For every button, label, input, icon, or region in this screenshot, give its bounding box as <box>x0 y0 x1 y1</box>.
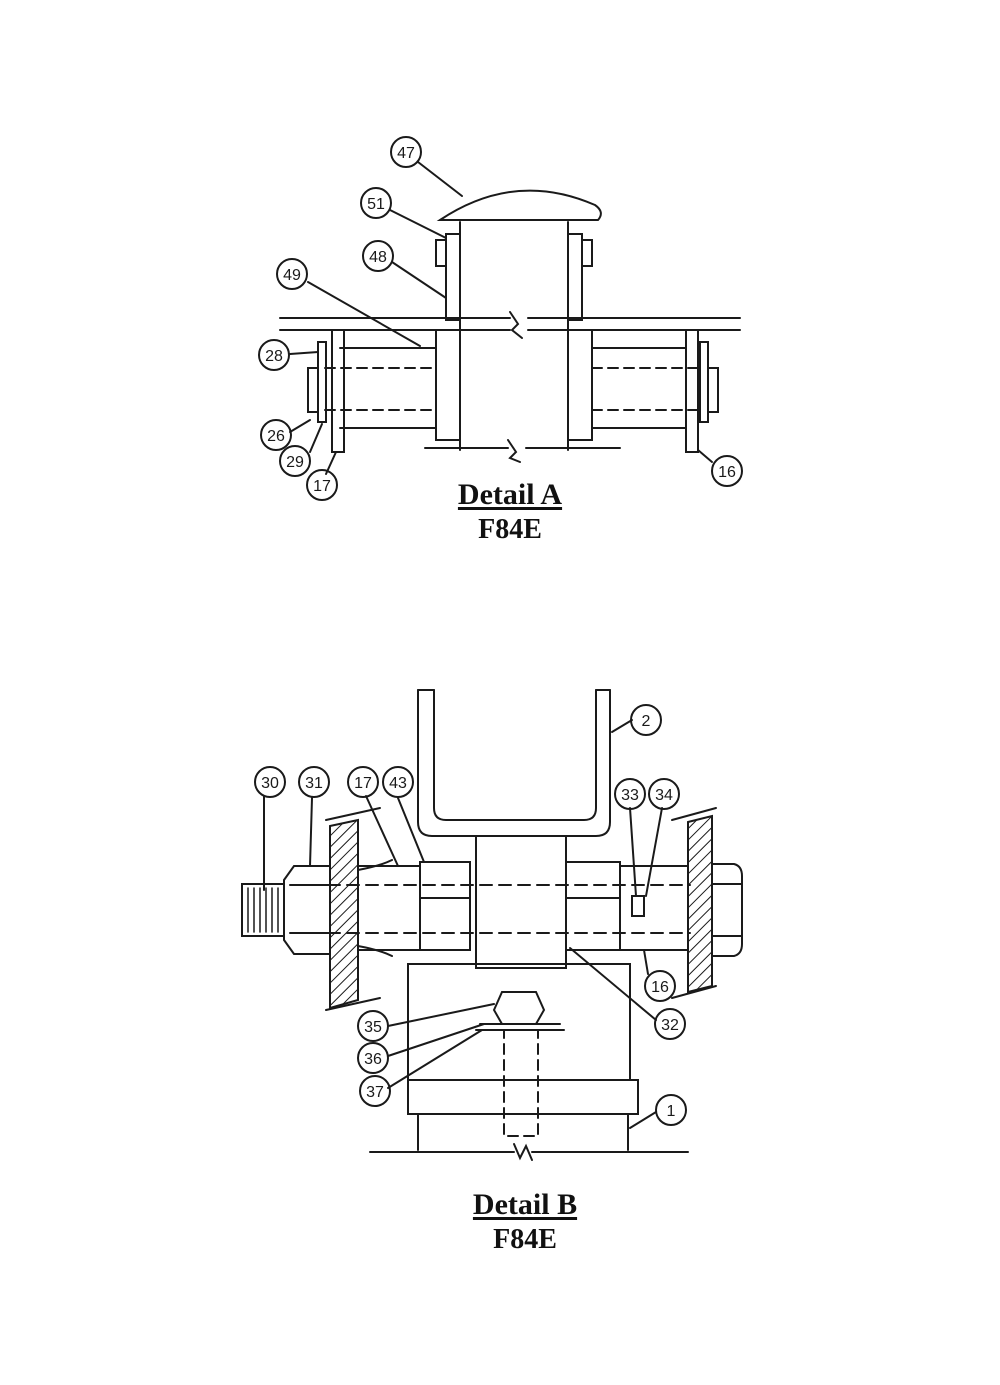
callout-37: 37 <box>359 1075 391 1107</box>
svg-text:31: 31 <box>305 775 323 792</box>
svg-text:36: 36 <box>364 1051 382 1068</box>
svg-text:43: 43 <box>389 775 407 792</box>
svg-text:28: 28 <box>265 348 283 365</box>
svg-text:29: 29 <box>286 454 304 471</box>
detail-b-caption: Detail B F84E <box>425 1188 625 1256</box>
detail-b-title: Detail B <box>472 1188 578 1221</box>
cap-shape <box>436 189 602 221</box>
callout-17: 17 <box>347 766 379 798</box>
svg-text:34: 34 <box>655 787 673 804</box>
callout-33: 33 <box>614 778 646 810</box>
detail-a-code: F84E <box>478 514 542 545</box>
callout-32: 32 <box>654 1008 686 1040</box>
callout-1: 1 <box>655 1094 687 1126</box>
detail-b-code: F84E <box>493 1224 557 1255</box>
svg-text:32: 32 <box>661 1017 679 1034</box>
callout-36: 36 <box>357 1042 389 1074</box>
svg-text:2: 2 <box>642 713 651 730</box>
detail-a-callouts: 47 51 48 49 28 26 29 17 <box>258 136 743 501</box>
callout-47: 47 <box>390 136 422 168</box>
callout-16: 16 <box>711 455 743 487</box>
callout-34: 34 <box>648 778 680 810</box>
callout-35: 35 <box>357 1010 389 1042</box>
callout-43: 43 <box>382 766 414 798</box>
callout-17: 17 <box>306 469 338 501</box>
detail-b-drawing <box>241 689 743 1161</box>
callout-51: 51 <box>360 187 392 219</box>
callout-2: 2 <box>630 704 662 736</box>
svg-text:48: 48 <box>369 249 387 266</box>
svg-text:16: 16 <box>718 464 736 481</box>
svg-text:47: 47 <box>397 145 415 162</box>
callout-48: 48 <box>362 240 394 272</box>
svg-text:35: 35 <box>364 1019 382 1036</box>
detail-a-drawing <box>279 161 741 475</box>
callout-26: 26 <box>260 419 292 451</box>
svg-text:37: 37 <box>366 1084 384 1101</box>
callout-30: 30 <box>254 766 286 798</box>
svg-text:26: 26 <box>267 428 285 445</box>
callout-16: 16 <box>644 970 676 1002</box>
callout-49: 49 <box>276 258 308 290</box>
svg-text:1: 1 <box>667 1103 676 1120</box>
svg-text:30: 30 <box>261 775 279 792</box>
svg-text:51: 51 <box>367 196 385 213</box>
callout-29: 29 <box>279 445 311 477</box>
svg-text:16: 16 <box>651 979 669 996</box>
svg-text:33: 33 <box>621 787 639 804</box>
detail-a-title: Detail A <box>457 478 563 511</box>
svg-text:17: 17 <box>313 478 331 495</box>
svg-text:17: 17 <box>354 775 372 792</box>
detail-b-callouts: 2 30 31 17 43 33 34 16 <box>254 704 687 1126</box>
callout-31: 31 <box>298 766 330 798</box>
detail-a-caption: Detail A F84E <box>410 478 610 546</box>
callout-28: 28 <box>258 339 290 371</box>
svg-text:49: 49 <box>283 267 301 284</box>
